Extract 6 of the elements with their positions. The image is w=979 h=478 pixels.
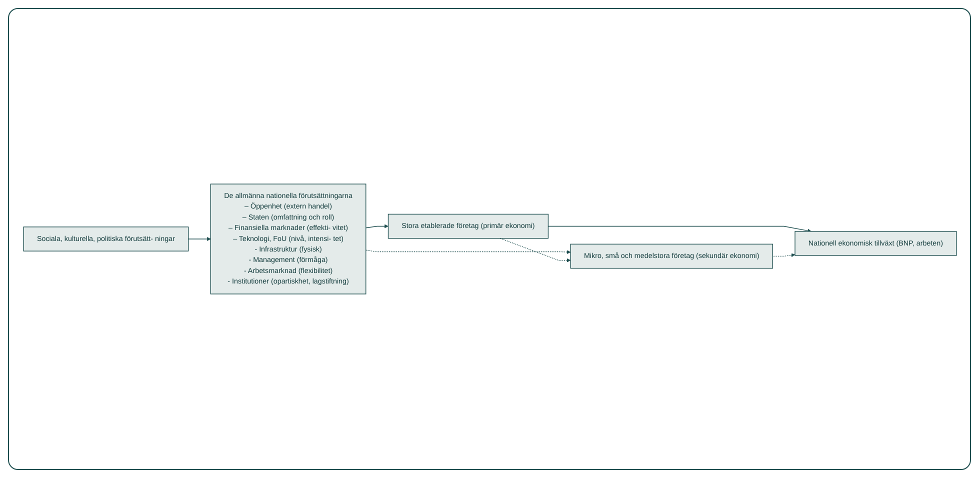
arrow bbox=[365, 250, 570, 254]
arrow bbox=[547, 226, 811, 233]
arrow bbox=[187, 237, 210, 241]
arrow bbox=[499, 238, 570, 262]
arrow bbox=[772, 253, 795, 258]
arrow bbox=[365, 224, 388, 228]
